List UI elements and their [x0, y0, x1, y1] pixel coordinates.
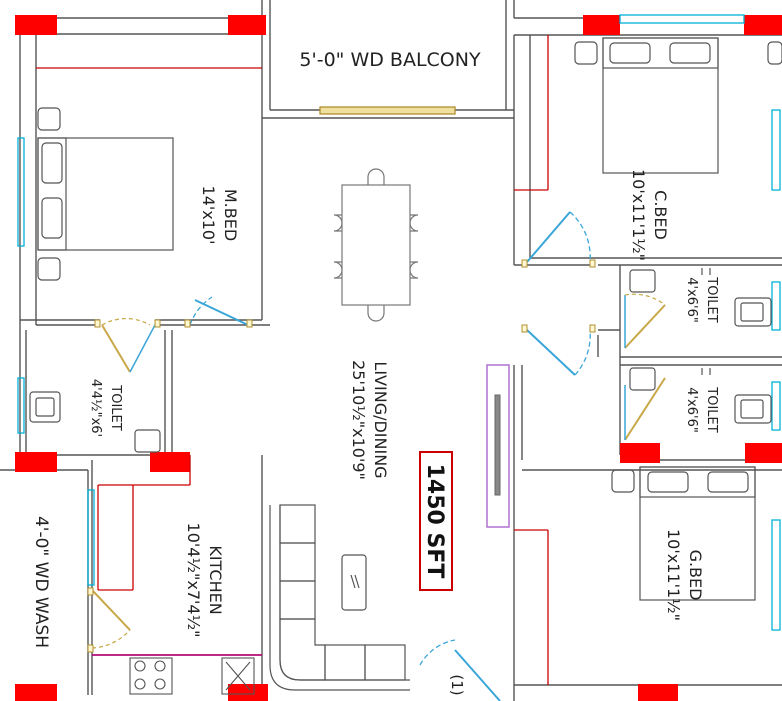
- column: [745, 443, 782, 463]
- balcony-label: 5'-0" WD BALCONY: [299, 49, 481, 71]
- toilet-icon: [29, 391, 61, 423]
- doors: [91, 211, 666, 701]
- column: [638, 684, 678, 701]
- bed-icon: [37, 107, 174, 281]
- total-area-label: 1450 SFT: [422, 464, 447, 579]
- stove-icon: [129, 657, 173, 695]
- window: [771, 519, 781, 631]
- column: [15, 452, 57, 472]
- toilet-2-label: TOILET: [704, 386, 719, 432]
- column: [150, 452, 190, 472]
- kitchen-size: 10'4½"x7'4½": [184, 523, 203, 638]
- toilet-master-size: 4'4½"x6': [88, 379, 103, 437]
- master-bed-size: 14'x10': [199, 186, 218, 245]
- window: [771, 109, 781, 191]
- columns: [15, 15, 782, 701]
- toilet-icon: [734, 394, 772, 424]
- toilet-1-size: 4'x6'6": [684, 277, 699, 323]
- c-bed-size: 10'x11'1½": [629, 169, 648, 261]
- window: [87, 489, 95, 586]
- balcony-sliding-door: [319, 106, 456, 115]
- tv-icon: [486, 364, 510, 528]
- windows: [17, 14, 781, 631]
- c-bed-label: C.BED: [651, 190, 670, 240]
- total-area-box: [419, 451, 453, 591]
- coffee-table-icon: [341, 554, 367, 611]
- column: [15, 684, 57, 701]
- window: [771, 281, 781, 331]
- window: [771, 381, 781, 431]
- dining-table-icon: [333, 168, 419, 322]
- toilet-1-label: TOILET: [704, 276, 719, 322]
- bed-icon: [574, 37, 782, 174]
- window: [17, 377, 25, 434]
- window: [17, 137, 25, 247]
- toilet-master-label: TOILET: [108, 384, 123, 430]
- washbasin-icon: [134, 429, 161, 453]
- entrance-mark: (1): [448, 674, 466, 695]
- washbasin-icon: [629, 268, 711, 293]
- column: [583, 15, 620, 35]
- column: [228, 684, 268, 701]
- window: [619, 14, 745, 24]
- master-bed-label: M.BED: [221, 189, 240, 241]
- living-dining-size: 25'10½"x10'9": [349, 360, 368, 480]
- kitchen-label: KITCHEN: [206, 545, 225, 614]
- sofa-icon: [269, 504, 410, 691]
- bed-icon: [611, 466, 756, 601]
- column: [228, 15, 266, 35]
- door-hinges: [87, 259, 596, 653]
- g-bed-size: 10'x11'1½": [664, 529, 683, 621]
- washbasin-icon: [629, 367, 711, 391]
- wash-label: 4'-0" WD WASH: [31, 516, 51, 648]
- living-dining-label: LIVING/DINING: [371, 361, 390, 478]
- column: [620, 443, 660, 463]
- toilet-2-size: 4'x6'6": [684, 387, 699, 433]
- column: [744, 15, 782, 35]
- counter-lines: [36, 35, 549, 685]
- toilet-icon: [734, 297, 772, 327]
- g-bed-label: G.BED: [686, 550, 705, 601]
- sink-icon: [221, 657, 255, 695]
- column: [15, 15, 57, 35]
